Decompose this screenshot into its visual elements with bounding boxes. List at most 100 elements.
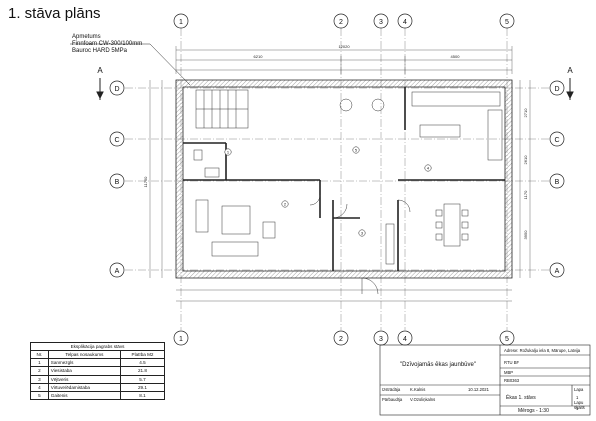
- room-3-number: 3: [361, 231, 364, 236]
- axis-label-d-right: D: [554, 86, 559, 93]
- axis-label-b-right: B: [555, 179, 560, 186]
- axis-label-3-bottom: 3: [379, 336, 383, 343]
- wall-layers-note: Apmetums Finnfoam CW-300/100mm Bauroc HA…: [72, 34, 142, 55]
- axis-label-c-right: C: [554, 137, 559, 144]
- checker-name: V.Ozoliņkalns: [410, 397, 436, 402]
- drawing-title: 1. stāva plāns: [8, 5, 101, 22]
- table-caption: Eksplikācija pagrabs stāvs: [30, 342, 165, 350]
- field-left: RTU BF: [504, 360, 520, 365]
- title-block-frame: [379, 344, 591, 416]
- axis-lines: [125, 28, 550, 330]
- col-nr: Nr.: [30, 349, 49, 360]
- field-code: RB0363: [504, 378, 520, 383]
- kitchen-tall-units: [487, 109, 503, 161]
- cell-name: Virtuve/ēdamistaba: [47, 382, 121, 392]
- sofa: [211, 241, 259, 257]
- entrance-door-swing: [361, 277, 379, 295]
- title-block: "Dzīvojamās ēkas jaunbūve" Adrese: Rožuk…: [380, 345, 590, 415]
- dim-top-right: 4500: [451, 54, 461, 59]
- axis-label-1-top: 1: [179, 19, 183, 26]
- cell-name: Viesistaba: [47, 366, 121, 376]
- doors: [309, 194, 411, 295]
- date: 10.12.2021: [468, 387, 489, 392]
- layer-1: Apmetums: [72, 34, 101, 40]
- axis-label-1-bottom: 1: [179, 336, 183, 343]
- interior-walls: [183, 87, 505, 271]
- layer-leader-line: [70, 43, 191, 86]
- col-name: Telpas nosaukums: [47, 349, 121, 360]
- designer-name: K.Kalnis: [410, 387, 426, 392]
- cell-nr: 3: [30, 374, 49, 384]
- layer-3: Bauroc HARD 5MPa: [72, 48, 128, 54]
- dining-table: [443, 203, 461, 247]
- axis-label-a-right: A: [555, 268, 560, 275]
- layer-2: Finnfoam CW-300/100mm: [72, 41, 143, 47]
- chair-hall-2: [371, 98, 385, 112]
- axis-label-2-top: 2: [339, 19, 343, 26]
- sheet-number: 1: [576, 395, 579, 400]
- kitchen-counter: [411, 91, 501, 107]
- cell-nr: 1: [30, 358, 49, 368]
- project-name: "Dzīvojamās ēkas jaunbūve": [400, 362, 476, 368]
- room-2-number: 2: [284, 202, 287, 207]
- dim-top-left: 6210: [254, 54, 264, 59]
- axis-label-4-bottom: 4: [403, 336, 407, 343]
- checker-role: Pārbaudīja: [382, 397, 403, 402]
- room-5-number: 5: [355, 148, 358, 153]
- sheet-label: Lapa: [574, 387, 584, 392]
- room-1-number: 1: [227, 150, 230, 155]
- section-mark-left: A: [97, 66, 103, 75]
- cell-area: 4.5: [119, 358, 166, 368]
- axis-label-c-left: C: [114, 137, 119, 144]
- furniture: [193, 91, 503, 265]
- sheets-number: 1: [576, 406, 579, 411]
- toilet: [193, 149, 203, 161]
- scale: Mērogs - 1:30: [518, 408, 549, 414]
- cell-area: 21.8: [119, 366, 166, 376]
- dim-right-4: 3950: [523, 230, 528, 240]
- wardrobe: [385, 223, 395, 265]
- designer-role: Izstrādāja: [382, 387, 401, 392]
- cell-nr: 5: [30, 390, 49, 401]
- cell-area: 8.1: [119, 390, 166, 401]
- table-row: 1 Sanmezgls 4.5: [30, 358, 166, 368]
- staircase: [195, 89, 249, 129]
- field-stage: MBP: [504, 370, 514, 375]
- armchair: [262, 221, 276, 239]
- chair-hall-1: [339, 98, 353, 112]
- room-markers: [224, 146, 432, 237]
- dim-left-total: 11750: [143, 176, 148, 188]
- coffee-table: [221, 205, 251, 235]
- axis-label-a-left: A: [115, 268, 120, 275]
- section-arrows: [96, 78, 574, 100]
- axis-label-4-top: 4: [403, 19, 407, 26]
- room-explication-table: Eksplikācija pagrabs stāvs Nr. Telpas no…: [30, 342, 166, 401]
- axis-label-b-left: B: [115, 179, 120, 186]
- sheets-label: Lapu skaits: [574, 400, 585, 410]
- kitchen-island: [419, 124, 461, 138]
- table-row: 2 Viesistaba 21.8: [30, 366, 166, 376]
- axis-label-3-top: 3: [379, 19, 383, 26]
- dim-right-1: 2710: [523, 108, 528, 118]
- sink: [204, 167, 220, 178]
- cell-name: Sanmezgls: [47, 358, 121, 368]
- cell-name: Vējtveris: [47, 374, 121, 384]
- axis-label-d-left: D: [114, 86, 119, 93]
- dim-right-3: 1170: [523, 190, 528, 199]
- cell-name: Gaitenis: [47, 390, 121, 401]
- cell-area: 5.7: [119, 374, 166, 384]
- sheet-title: Ēkas 1. stāvs: [506, 395, 536, 401]
- table-row: 3 Vējtveris 5.7: [30, 374, 166, 384]
- exterior-walls: [175, 79, 513, 279]
- axis-label-5-top: 5: [505, 19, 509, 26]
- axis-label-5-bottom: 5: [505, 336, 509, 343]
- cell-nr: 2: [30, 366, 49, 376]
- table-row: 4 Virtuve/ēdamistaba 29.1: [30, 382, 166, 392]
- dim-right-2: 2610: [523, 155, 528, 165]
- cell-area: 29.1: [119, 382, 166, 392]
- table-row: 5 Gaitenis 8.1: [30, 390, 166, 401]
- cell-nr: 4: [30, 382, 49, 392]
- room-4-number: 4: [427, 166, 430, 171]
- sofa-side: [195, 199, 209, 233]
